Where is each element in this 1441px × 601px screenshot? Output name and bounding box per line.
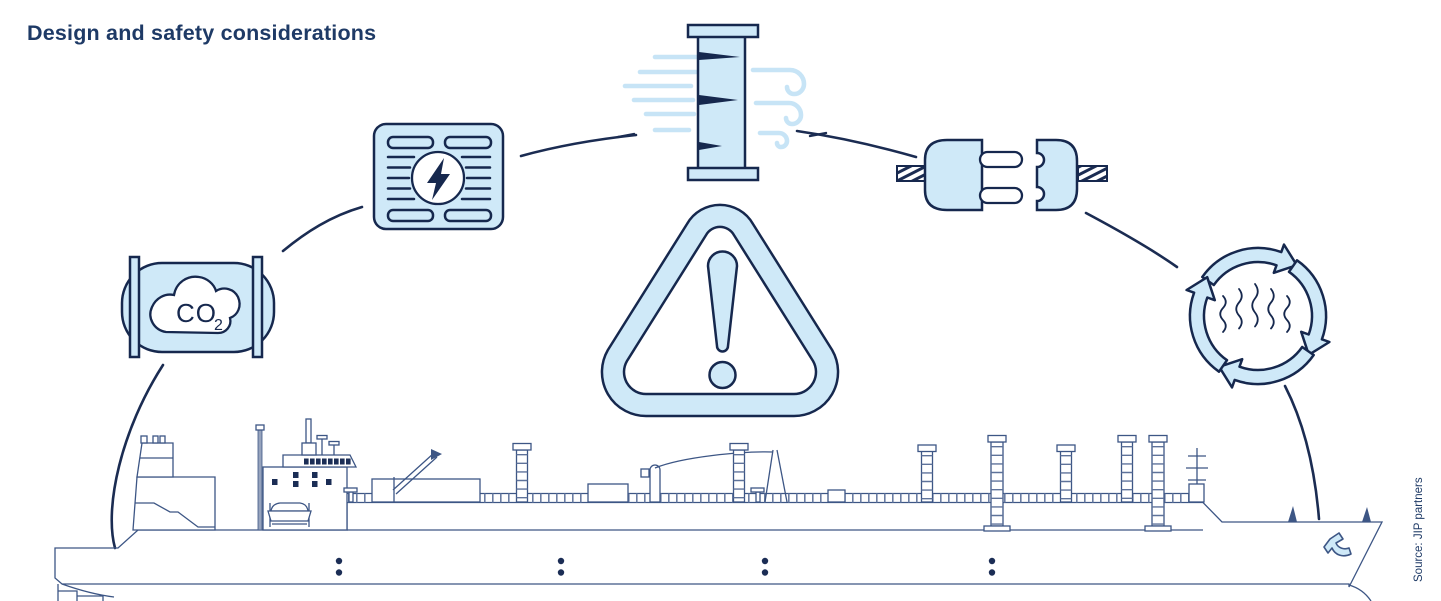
mast-bottom-cap — [686, 166, 760, 182]
co2-label: CO — [176, 298, 217, 328]
tower-tall — [1144, 434, 1172, 532]
connection-arcs — [110, 129, 1321, 550]
plug-cable-left — [896, 165, 929, 182]
ship-illustration — [54, 418, 1384, 601]
hose-derrick — [640, 449, 788, 503]
funnel-vents — [140, 435, 166, 444]
tower — [1056, 444, 1076, 503]
tower — [512, 442, 532, 503]
co2-cloud — [149, 275, 241, 335]
arc-tank-to-grille — [281, 205, 364, 253]
hull-outline — [54, 501, 1384, 588]
triangle-band — [600, 203, 840, 418]
tower — [729, 442, 749, 503]
mast-vanes — [699, 52, 740, 150]
plug-cable-right — [1077, 165, 1108, 182]
socket-body — [1035, 138, 1079, 212]
stern-house — [132, 476, 216, 531]
bridge-windows — [272, 472, 332, 487]
mast-top-cap — [686, 23, 760, 39]
deck-house-mid — [587, 483, 629, 503]
stern-house-steps — [135, 502, 215, 528]
warning-triangle-icon — [600, 203, 840, 418]
lifeboat-canopy — [270, 502, 309, 512]
aft-mast — [255, 424, 265, 531]
mushroom-vent-2 — [750, 487, 765, 503]
bow-bulb — [1348, 584, 1372, 601]
tower — [1117, 434, 1137, 503]
ship-hull — [54, 492, 1384, 601]
plug-connection-icon — [896, 138, 1108, 212]
wheelhouse-windows — [304, 458, 351, 465]
circulation-arrows — [1185, 243, 1331, 389]
plug-body — [923, 138, 984, 212]
tank-band — [128, 255, 141, 359]
stern-rudder — [57, 583, 115, 601]
arc-grille-to-mast — [519, 133, 638, 158]
arc-right-down — [1283, 384, 1321, 521]
deck-towers — [512, 434, 1172, 532]
co2-label-subscript: 2 — [214, 317, 223, 334]
source-note: Source: JIP partners — [1413, 477, 1425, 582]
tower-tall — [983, 434, 1011, 532]
mushroom-vent-1 — [343, 487, 358, 503]
hull-dots — [335, 557, 996, 576]
arc-mast-to-plug — [795, 129, 918, 159]
deck-equipment — [343, 449, 846, 503]
vent-mast-icon — [616, 23, 828, 182]
plug-prong — [978, 150, 1024, 169]
funnel — [136, 442, 174, 478]
co2-tank-icon: CO 2 — [120, 255, 276, 359]
circulation-icon — [1185, 243, 1331, 389]
power-grille-icon — [372, 122, 505, 231]
tank-band — [251, 255, 264, 359]
plug-prong — [978, 186, 1024, 205]
exclamation-dot — [708, 360, 737, 390]
wind-lines-left — [622, 54, 699, 133]
exclamation-bar — [706, 250, 739, 353]
deck-crane — [392, 449, 442, 502]
deck-house-long — [371, 478, 481, 503]
vapour-waves — [1219, 283, 1291, 333]
deck-railing — [347, 492, 1196, 503]
deck-box-small — [827, 489, 846, 503]
ship-funnel-house — [132, 435, 216, 531]
page-title: Design and safety considerations — [27, 21, 377, 45]
ship-bow — [1186, 448, 1371, 557]
bow-lattice-mast — [1186, 448, 1208, 503]
wind-dashes — [616, 131, 828, 139]
bow-spike — [1362, 507, 1371, 522]
bow-spike — [1288, 506, 1297, 522]
arc-left-down — [110, 363, 165, 550]
lifeboat — [267, 502, 312, 527]
grille-slats — [386, 135, 493, 223]
anchor-icon — [1323, 532, 1352, 557]
lightning-bolt-icon — [427, 158, 450, 200]
arc-plug-to-circulation — [1084, 211, 1179, 269]
bridge-masts — [301, 418, 340, 456]
lifeboat-hull — [267, 510, 312, 522]
wind-swirls-right — [750, 67, 807, 150]
tower — [917, 444, 937, 503]
